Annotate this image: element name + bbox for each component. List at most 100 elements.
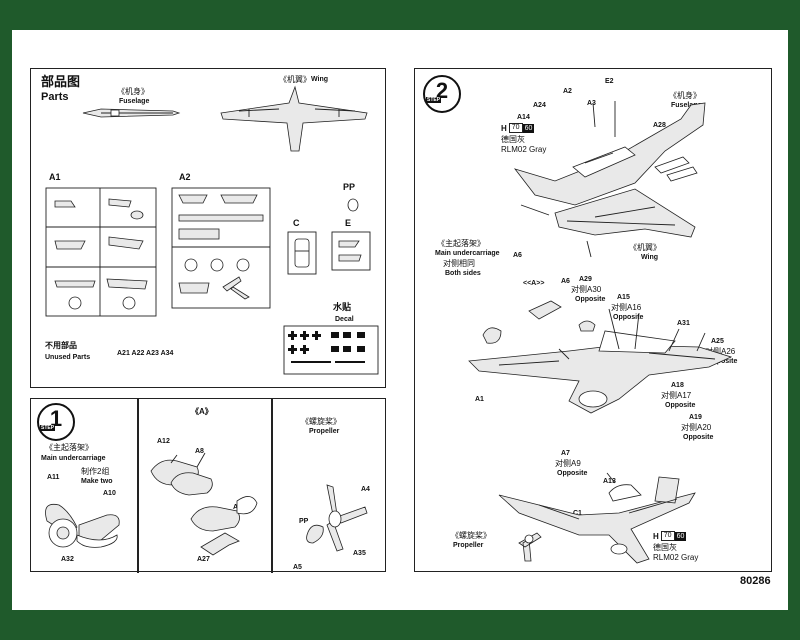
- opposite-a30-en: Opposite: [575, 296, 606, 303]
- fuselage-wing-assembly-drawing: [513, 101, 706, 258]
- part-label-pp: PP: [299, 518, 309, 525]
- sprue-c-drawing: [287, 231, 317, 275]
- part-label-a8: A8: [195, 448, 204, 455]
- part-label-a24: A24: [533, 102, 546, 109]
- part-label-a32: A32: [61, 556, 74, 563]
- sprue-a2-drawing: [171, 187, 271, 309]
- part-label-e2: E2: [605, 78, 614, 85]
- part-label-a11: A11: [47, 474, 60, 481]
- sub-a-label: <<A>>: [523, 280, 545, 287]
- make-two-en: Make two: [81, 478, 113, 485]
- unused-parts-cn: 不用部品: [45, 341, 77, 350]
- step-2-badge: 2 STEP: [423, 75, 461, 113]
- propeller-drawing: [306, 484, 368, 552]
- unused-parts-list: A21 A22 A23 A34: [117, 350, 174, 357]
- part-label-a1: A1: [475, 396, 484, 403]
- part-label-a5: A5: [293, 564, 302, 571]
- main-uc-label-en: Main undercarriage: [41, 455, 106, 462]
- paint-callout-2: H 70 60: [653, 531, 687, 541]
- propeller-label-en: Propeller: [453, 542, 484, 549]
- part-label-a12: A12: [157, 438, 170, 445]
- step-1-divider-b: [271, 399, 273, 573]
- paint-code-70: 70: [508, 123, 523, 133]
- part-label-a15: A15: [617, 294, 630, 301]
- main-uc-label-cn: 《主起落架》: [45, 443, 93, 452]
- underside-wing-assembly-drawing: [468, 300, 733, 414]
- step-2-tag: STEP: [426, 97, 442, 103]
- opposite-a9-en: Opposite: [557, 470, 588, 477]
- step-2-number: 2: [435, 78, 449, 103]
- step-1-tag: STEP: [40, 425, 56, 431]
- part-label-a19: A19: [689, 414, 702, 421]
- fuselage-label-cn: 《机身》: [117, 87, 149, 96]
- step-1-panel: 1 STEP 《主起落架》 Main undercarriage 制作2组 Ma…: [30, 398, 386, 573]
- wing-label-en: Wing: [311, 76, 329, 83]
- part-label-a14: A14: [517, 114, 530, 121]
- step-1-badge: 1 STEP: [37, 403, 75, 441]
- opposite-a20-cn: 对侧A20: [681, 423, 712, 432]
- part-label-a27: A27: [197, 556, 210, 563]
- opposite-a26-cn: 对侧A26: [705, 347, 736, 356]
- decal-label-en: Decal: [335, 316, 354, 323]
- sprue-e-drawing: [331, 231, 371, 271]
- sprue-c-label: C: [293, 218, 300, 228]
- main-uc-label-en: Main undercarriage: [435, 250, 500, 257]
- propeller-label-en: Propeller: [309, 428, 340, 435]
- paint-h-label: H: [653, 531, 659, 541]
- sprue-a1-label: A1: [49, 172, 61, 182]
- fuselage-label-en: Fuselage: [671, 102, 702, 109]
- paint-h-label: H: [501, 123, 507, 133]
- paint-code-60: 60: [522, 123, 535, 133]
- paint-name-en: RLM02 Gray: [501, 145, 547, 154]
- opposite-a20-en: Opposite: [683, 434, 714, 441]
- sprue-e-label: E: [345, 218, 352, 228]
- step-2-panel: 2 STEP 《机身》 Fuselage A2 E2 A24 A3 A14 A2…: [414, 68, 772, 572]
- paint-name-cn: 德国灰: [501, 135, 525, 144]
- paint-code-70: 70: [660, 531, 675, 541]
- paint-callout-1: H 70 60: [501, 123, 535, 133]
- wing-label-en: Wing: [641, 254, 659, 261]
- opposite-a17-en: Opposite: [665, 402, 696, 409]
- page-number: 80286: [740, 575, 771, 587]
- unused-parts-en: Unused Parts: [45, 354, 91, 361]
- paint-name-cn-2: 德国灰: [653, 543, 677, 552]
- opposite-a16-cn: 对侧A16: [611, 303, 642, 312]
- step-1-divider-a: [137, 399, 139, 573]
- sprue-a2-label: A2: [179, 172, 191, 182]
- part-label-a10: A10: [103, 490, 116, 497]
- main-uc-label-cn: 《主起落架》: [437, 239, 485, 248]
- parts-title-en: Parts: [41, 91, 69, 103]
- part-label-a3: A3: [587, 100, 596, 107]
- step-1-number: 1: [49, 406, 63, 431]
- part-label-a6-a: A6: [513, 252, 522, 259]
- part-label-a2: A2: [563, 88, 572, 95]
- decal-label-cn: 水贴: [333, 302, 352, 312]
- opposite-a9-cn: 对侧A9: [555, 459, 581, 468]
- both-sides-en: Both sides: [445, 270, 481, 277]
- completed-aircraft-drawing: [498, 472, 696, 564]
- part-a-assembly-drawing: [150, 452, 258, 556]
- sub-a-label: 《A》: [191, 407, 213, 416]
- parts-title-cn: 部品图: [41, 74, 81, 89]
- wing-label-cn: 《机翼》: [279, 75, 311, 84]
- fuselage-label-en: Fuselage: [119, 98, 150, 105]
- instruction-sheet: 部品图 Parts 《机身》 Fuselage 《机翼》 Wing A1: [12, 30, 788, 610]
- part-label-a13: A13: [603, 478, 616, 485]
- part-label-a18: A18: [671, 382, 684, 389]
- sprue-a1-drawing: [45, 187, 157, 317]
- wing-part-drawing: [220, 85, 368, 152]
- opposite-a26-en: Opposite: [707, 358, 738, 365]
- paint-name-en-2: RLM02 Gray: [653, 553, 699, 562]
- fuselage-part-drawing: [82, 108, 181, 118]
- part-label-a31: A31: [677, 320, 690, 327]
- opposite-a30-cn: 对侧A30: [571, 285, 602, 294]
- paint-code-60: 60: [674, 531, 687, 541]
- wing-label-cn: 《机翼》: [629, 243, 661, 252]
- propeller-label-cn: 《螺旋桨》: [451, 531, 491, 540]
- sprue-pp-label: PP: [343, 182, 356, 192]
- make-two-cn: 制作2组: [81, 467, 110, 476]
- part-label-a4: A4: [361, 486, 370, 493]
- part-label-a28: A28: [653, 122, 666, 129]
- part-label-a7: A7: [561, 450, 570, 457]
- part-label-a29: A29: [579, 276, 592, 283]
